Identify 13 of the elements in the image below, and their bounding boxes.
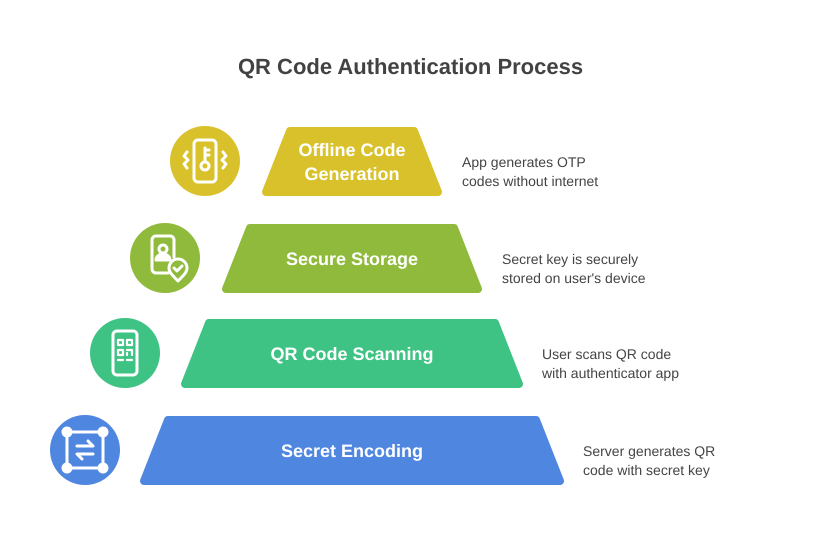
pyramid-tier — [181, 319, 523, 388]
tier-label: Secure Storage — [284, 248, 420, 270]
tier-description: App generates OTP codes without internet — [462, 153, 600, 191]
pyramid-tier — [262, 127, 442, 196]
pyramid-tier — [140, 416, 564, 485]
tier-description: User scans QR code with authenticator app — [542, 345, 680, 383]
diagram-title: QR Code Authentication Process — [236, 53, 584, 81]
tier-label: Secret Encoding — [280, 440, 424, 462]
tier-label: QR Code Scanning — [269, 342, 434, 366]
tier-label: Offline Code Generation — [298, 138, 406, 186]
pyramid-tier — [222, 224, 482, 293]
tier-description: Secret key is securely stored on user's device — [502, 250, 647, 288]
tier-description: Server generates QR code with secret key — [583, 442, 716, 480]
